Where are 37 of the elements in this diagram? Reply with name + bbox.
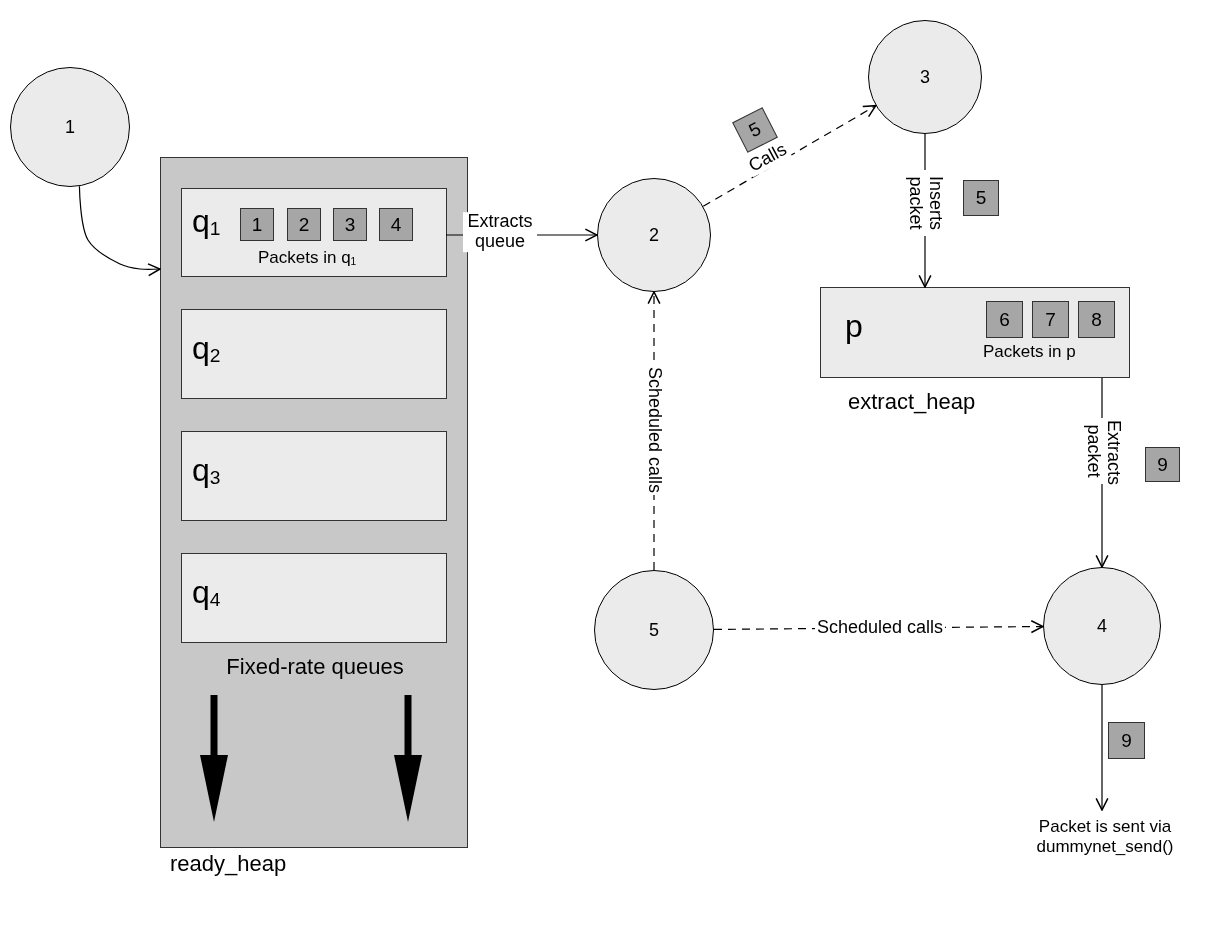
process-circle: 1 <box>10 67 130 187</box>
queue-name: q$_{4}$ <box>192 576 221 608</box>
packet-box: 9 <box>1145 447 1180 482</box>
queue-name: q$_{1}$ <box>192 205 221 237</box>
output-text: Packet is sent via dummynet_send() <box>990 810 1219 864</box>
queue-box <box>820 287 1130 378</box>
edge-label: Extracts packet <box>1083 418 1123 484</box>
packet-box: 4 <box>379 208 413 241</box>
packet-box: 1 <box>240 208 274 241</box>
queue-box <box>181 188 447 277</box>
queue-name: q$_{2}$ <box>192 332 221 364</box>
queue-name: p <box>845 310 863 342</box>
packets-caption: Packets in q$_{1}$ <box>258 249 357 266</box>
panel-caption: Fixed-rate queues <box>226 656 404 678</box>
process-circle: 5 <box>594 570 714 690</box>
packet-box: 5 <box>963 180 999 216</box>
arrow <box>1095 684 1109 811</box>
edge-label: Extracts queue <box>463 212 537 252</box>
queue-box <box>181 431 447 521</box>
edge-label: Inserts packet <box>905 170 945 236</box>
queue-box <box>181 309 447 399</box>
queue-box <box>181 553 447 643</box>
packet-box: 7 <box>1032 301 1069 338</box>
heap-panel <box>160 157 468 848</box>
packet-box: 9 <box>1108 722 1145 759</box>
packet-box: 3 <box>333 208 367 241</box>
heap-name: extract_heap <box>848 391 976 413</box>
process-circle: 4 <box>1043 567 1161 685</box>
packet-box: 2 <box>287 208 321 241</box>
arrow <box>78 185 161 277</box>
process-circle: 2 <box>597 178 711 292</box>
packet-box: 8 <box>1078 301 1115 338</box>
packet-box: 6 <box>986 301 1023 338</box>
heap-name: ready_heap <box>170 853 287 875</box>
queue-name: q$_{3}$ <box>192 454 221 486</box>
packets-caption: Packets in p <box>983 343 1076 360</box>
process-circle: 3 <box>868 20 982 134</box>
